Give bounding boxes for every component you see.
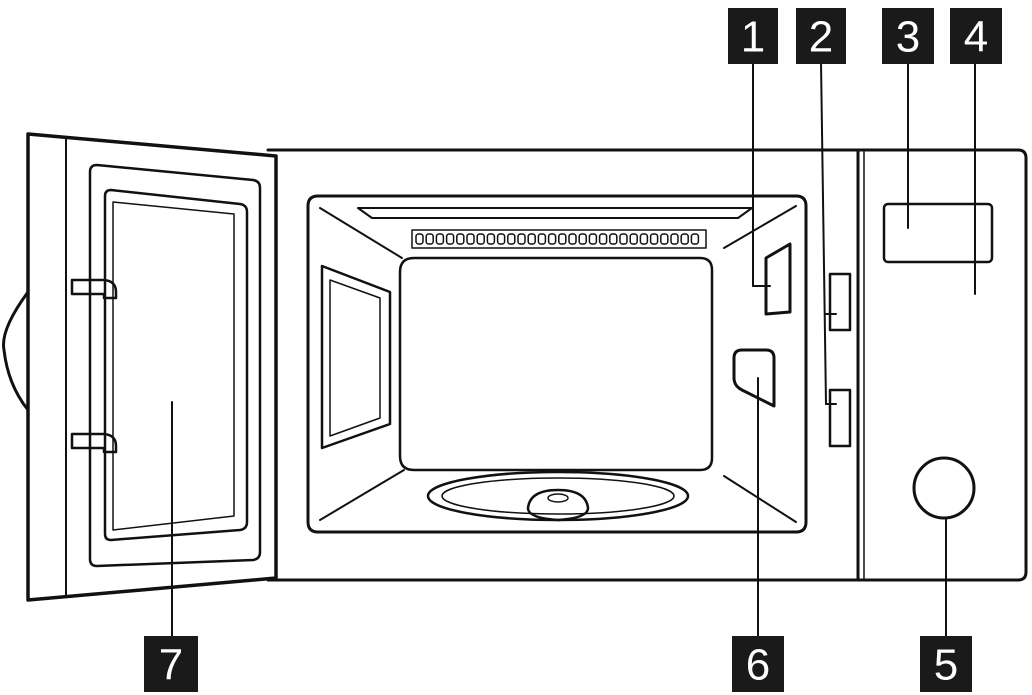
vent-slot	[435, 233, 445, 245]
leader-lines	[171, 61, 976, 641]
vent-slot	[639, 233, 649, 245]
vent-slot	[527, 233, 536, 245]
vent-slot	[619, 233, 628, 245]
vent-slot	[578, 233, 587, 245]
part-6-cover	[732, 348, 776, 408]
vent-slot	[415, 233, 424, 245]
callout-5-label: 5	[934, 641, 958, 690]
display-window	[882, 202, 994, 264]
callout-4: 4	[950, 8, 1002, 64]
vent-grille	[415, 233, 700, 245]
control-knob	[912, 456, 976, 520]
vent-slot	[466, 233, 475, 245]
vent-slot	[486, 233, 496, 245]
door-lock-slots	[828, 272, 852, 448]
callout-2: 2	[796, 8, 846, 64]
callout-4-label: 4	[964, 13, 988, 62]
vent-slot	[670, 233, 679, 245]
vent-slot	[609, 233, 618, 245]
vent-slot	[537, 233, 547, 245]
vent-slot	[680, 233, 689, 245]
callout-1-label: 1	[741, 13, 765, 62]
vent-slot	[507, 233, 516, 245]
vent-slot	[547, 233, 557, 245]
vent-slot	[588, 233, 598, 245]
callout-7: 7	[144, 636, 198, 692]
waveguide-cover	[764, 242, 792, 316]
vent-slot	[517, 233, 526, 245]
vent-slot	[598, 233, 608, 245]
callout-2-label: 2	[809, 13, 833, 62]
callout-7-label: 7	[159, 641, 183, 690]
vent-slot	[456, 233, 465, 245]
callout-3: 3	[882, 8, 934, 64]
callout-5: 5	[920, 636, 972, 692]
vent-slot	[649, 233, 659, 245]
callout-1: 1	[728, 8, 778, 64]
vent-slot	[629, 233, 638, 245]
callout-6-label: 6	[746, 641, 770, 690]
vent-slot	[425, 233, 434, 245]
vent-slot	[445, 233, 455, 245]
vent-slot	[558, 233, 567, 245]
vent-slot	[496, 233, 506, 245]
vent-slot	[568, 233, 577, 245]
callout-3-label: 3	[896, 13, 920, 62]
vent-slot	[660, 233, 669, 245]
vent-slot	[476, 233, 485, 245]
door	[2, 132, 278, 602]
oven-cavity	[306, 194, 808, 534]
microwave-body	[266, 148, 1028, 582]
callout-6: 6	[732, 636, 784, 692]
vent-slot	[690, 233, 700, 245]
